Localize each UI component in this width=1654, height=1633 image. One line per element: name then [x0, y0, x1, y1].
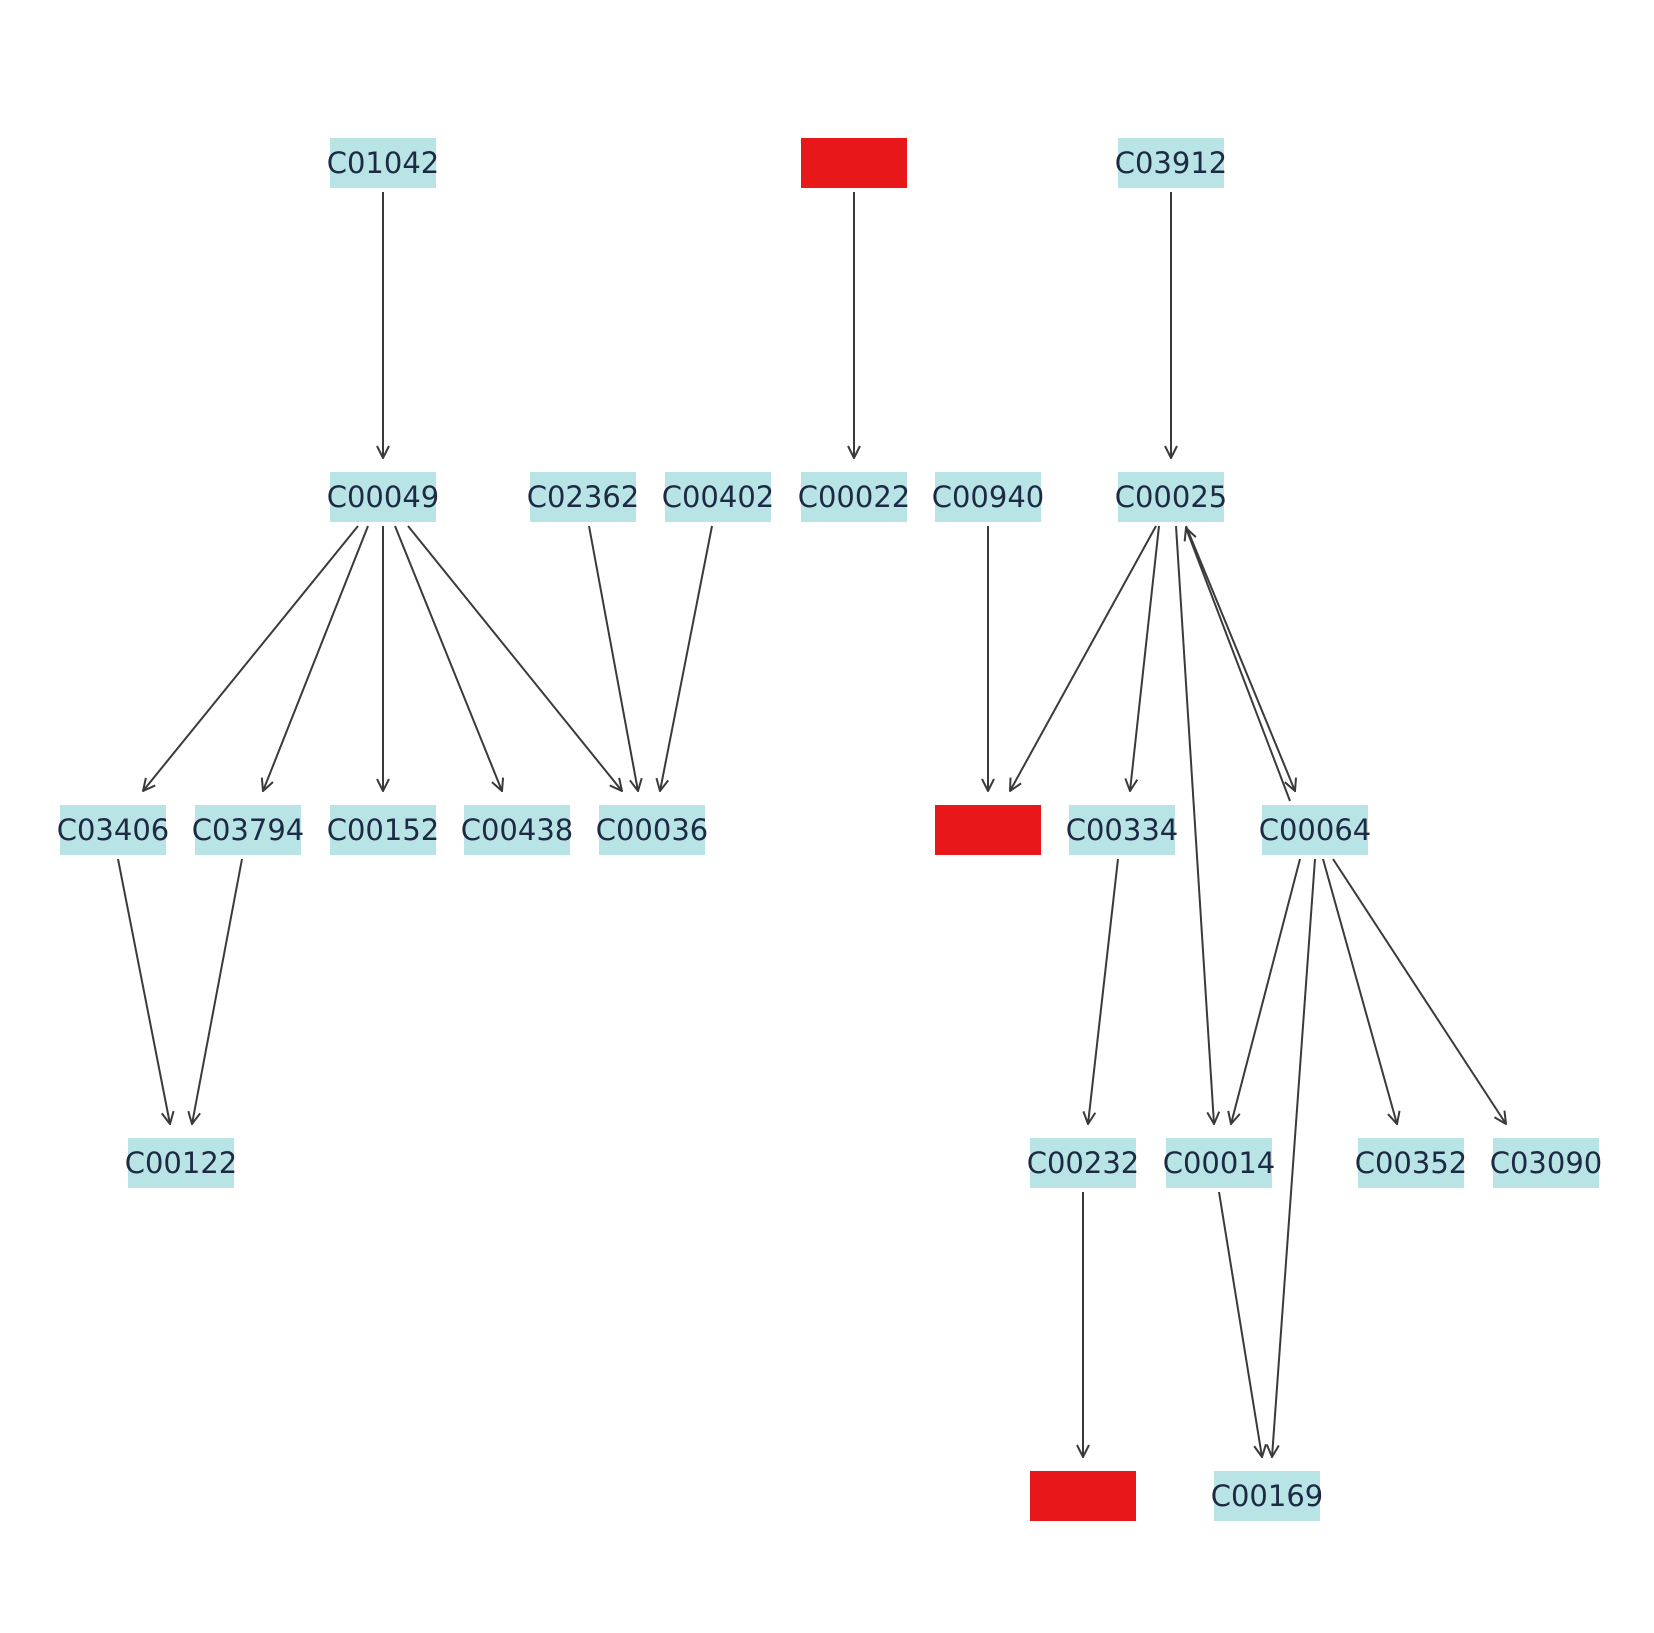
node-label: C00438: [461, 813, 574, 847]
node-label: C00169: [1211, 1479, 1324, 1513]
edge-c00025-to-c00334: [1130, 525, 1160, 791]
edge-c00064-to-c00014: [1231, 858, 1301, 1124]
node-c00014[interactable]: C00014: [1163, 1138, 1276, 1188]
node-box: [935, 805, 1041, 855]
node-label: C03912: [1115, 146, 1228, 180]
highlighted-node[interactable]: [801, 138, 907, 188]
node-c02362[interactable]: C02362: [527, 472, 640, 522]
edge-c00064-to-c00352: [1322, 858, 1397, 1124]
node-box: [801, 472, 907, 522]
node-label: C00232: [1027, 1146, 1140, 1180]
node-label: C01042: [327, 146, 440, 180]
node-c00025[interactable]: C00025: [1115, 472, 1228, 522]
edge-c00049-to-c03794: [263, 525, 369, 791]
node-label: C00036: [596, 813, 709, 847]
node-box: [530, 472, 636, 522]
node-box: [1262, 805, 1368, 855]
node-c00049[interactable]: C00049: [327, 472, 440, 522]
node-c00334[interactable]: C00334: [1066, 805, 1179, 855]
edge-c00049-to-c03406: [143, 525, 359, 791]
node-box: [801, 138, 907, 188]
edge-c00025-to-h2: [1010, 525, 1157, 791]
node-label: C00402: [662, 480, 775, 514]
node-box: [330, 805, 436, 855]
node-c00940[interactable]: C00940: [932, 472, 1045, 522]
node-c00438[interactable]: C00438: [461, 805, 574, 855]
node-box: [1030, 1138, 1136, 1188]
highlighted-node[interactable]: [1030, 1471, 1136, 1521]
node-c00352[interactable]: C00352: [1355, 1138, 1468, 1188]
edge-c02362-to-c00036: [588, 525, 638, 791]
node-c03090[interactable]: C03090: [1490, 1138, 1603, 1188]
edge-c00025-to-c00014: [1175, 525, 1214, 1124]
node-label: C03794: [192, 813, 305, 847]
node-box: [330, 472, 436, 522]
node-label: C00049: [327, 480, 440, 514]
edge-c03406-to-c00122: [117, 858, 170, 1124]
node-box: [195, 805, 301, 855]
node-label: C02362: [527, 480, 640, 514]
node-label: C00064: [1259, 813, 1372, 847]
node-c00232[interactable]: C00232: [1027, 1138, 1140, 1188]
edge-c00049-to-c00438: [394, 525, 502, 791]
node-c03794[interactable]: C03794: [192, 805, 305, 855]
node-box: [128, 1138, 234, 1188]
edge-c00025-to-c00064: [1185, 525, 1295, 791]
node-box: [1069, 805, 1175, 855]
node-box: [665, 472, 771, 522]
node-c00036[interactable]: C00036: [596, 805, 709, 855]
node-box: [330, 138, 436, 188]
edge-c00402-to-c00036: [660, 525, 713, 791]
node-box: [1214, 1471, 1320, 1521]
node-label: C03406: [57, 813, 170, 847]
edge-c00064-to-c00169: [1272, 858, 1316, 1457]
node-label: C00940: [932, 480, 1045, 514]
node-box: [599, 805, 705, 855]
node-box: [1166, 1138, 1272, 1188]
edge-layer: [117, 192, 1506, 1457]
node-c00122[interactable]: C00122: [125, 1138, 238, 1188]
node-label: C00022: [798, 480, 911, 514]
node-label: C00025: [1115, 480, 1228, 514]
highlighted-node[interactable]: [935, 805, 1041, 855]
node-c03912[interactable]: C03912: [1115, 138, 1228, 188]
node-c01042[interactable]: C01042: [327, 138, 440, 188]
node-c00152[interactable]: C00152: [327, 805, 440, 855]
node-label: C00014: [1163, 1146, 1276, 1180]
edge-c00014-to-c00169: [1218, 1191, 1262, 1457]
node-c00169[interactable]: C00169: [1211, 1471, 1324, 1521]
node-c00022[interactable]: C00022: [798, 472, 911, 522]
node-label: C00122: [125, 1146, 238, 1180]
node-c00064[interactable]: C00064: [1259, 805, 1372, 855]
node-label: C00334: [1066, 813, 1179, 847]
edge-c00064-to-c03090: [1332, 858, 1506, 1124]
edge-c00049-to-c00036: [407, 525, 622, 791]
node-box: [1030, 1471, 1136, 1521]
node-box: [1493, 1138, 1599, 1188]
node-box: [464, 805, 570, 855]
node-label: C00152: [327, 813, 440, 847]
edge-c00334-to-c00232: [1088, 858, 1119, 1124]
node-box: [1118, 472, 1224, 522]
node-box: [935, 472, 1041, 522]
edge-c00064-to-c00025: [1186, 528, 1291, 802]
node-box: [60, 805, 166, 855]
node-c03406[interactable]: C03406: [57, 805, 170, 855]
node-box: [1118, 138, 1224, 188]
edge-c03794-to-c00122: [192, 858, 243, 1124]
node-box: [1358, 1138, 1464, 1188]
node-label: C03090: [1490, 1146, 1603, 1180]
node-label: C00352: [1355, 1146, 1468, 1180]
node-c00402[interactable]: C00402: [662, 472, 775, 522]
